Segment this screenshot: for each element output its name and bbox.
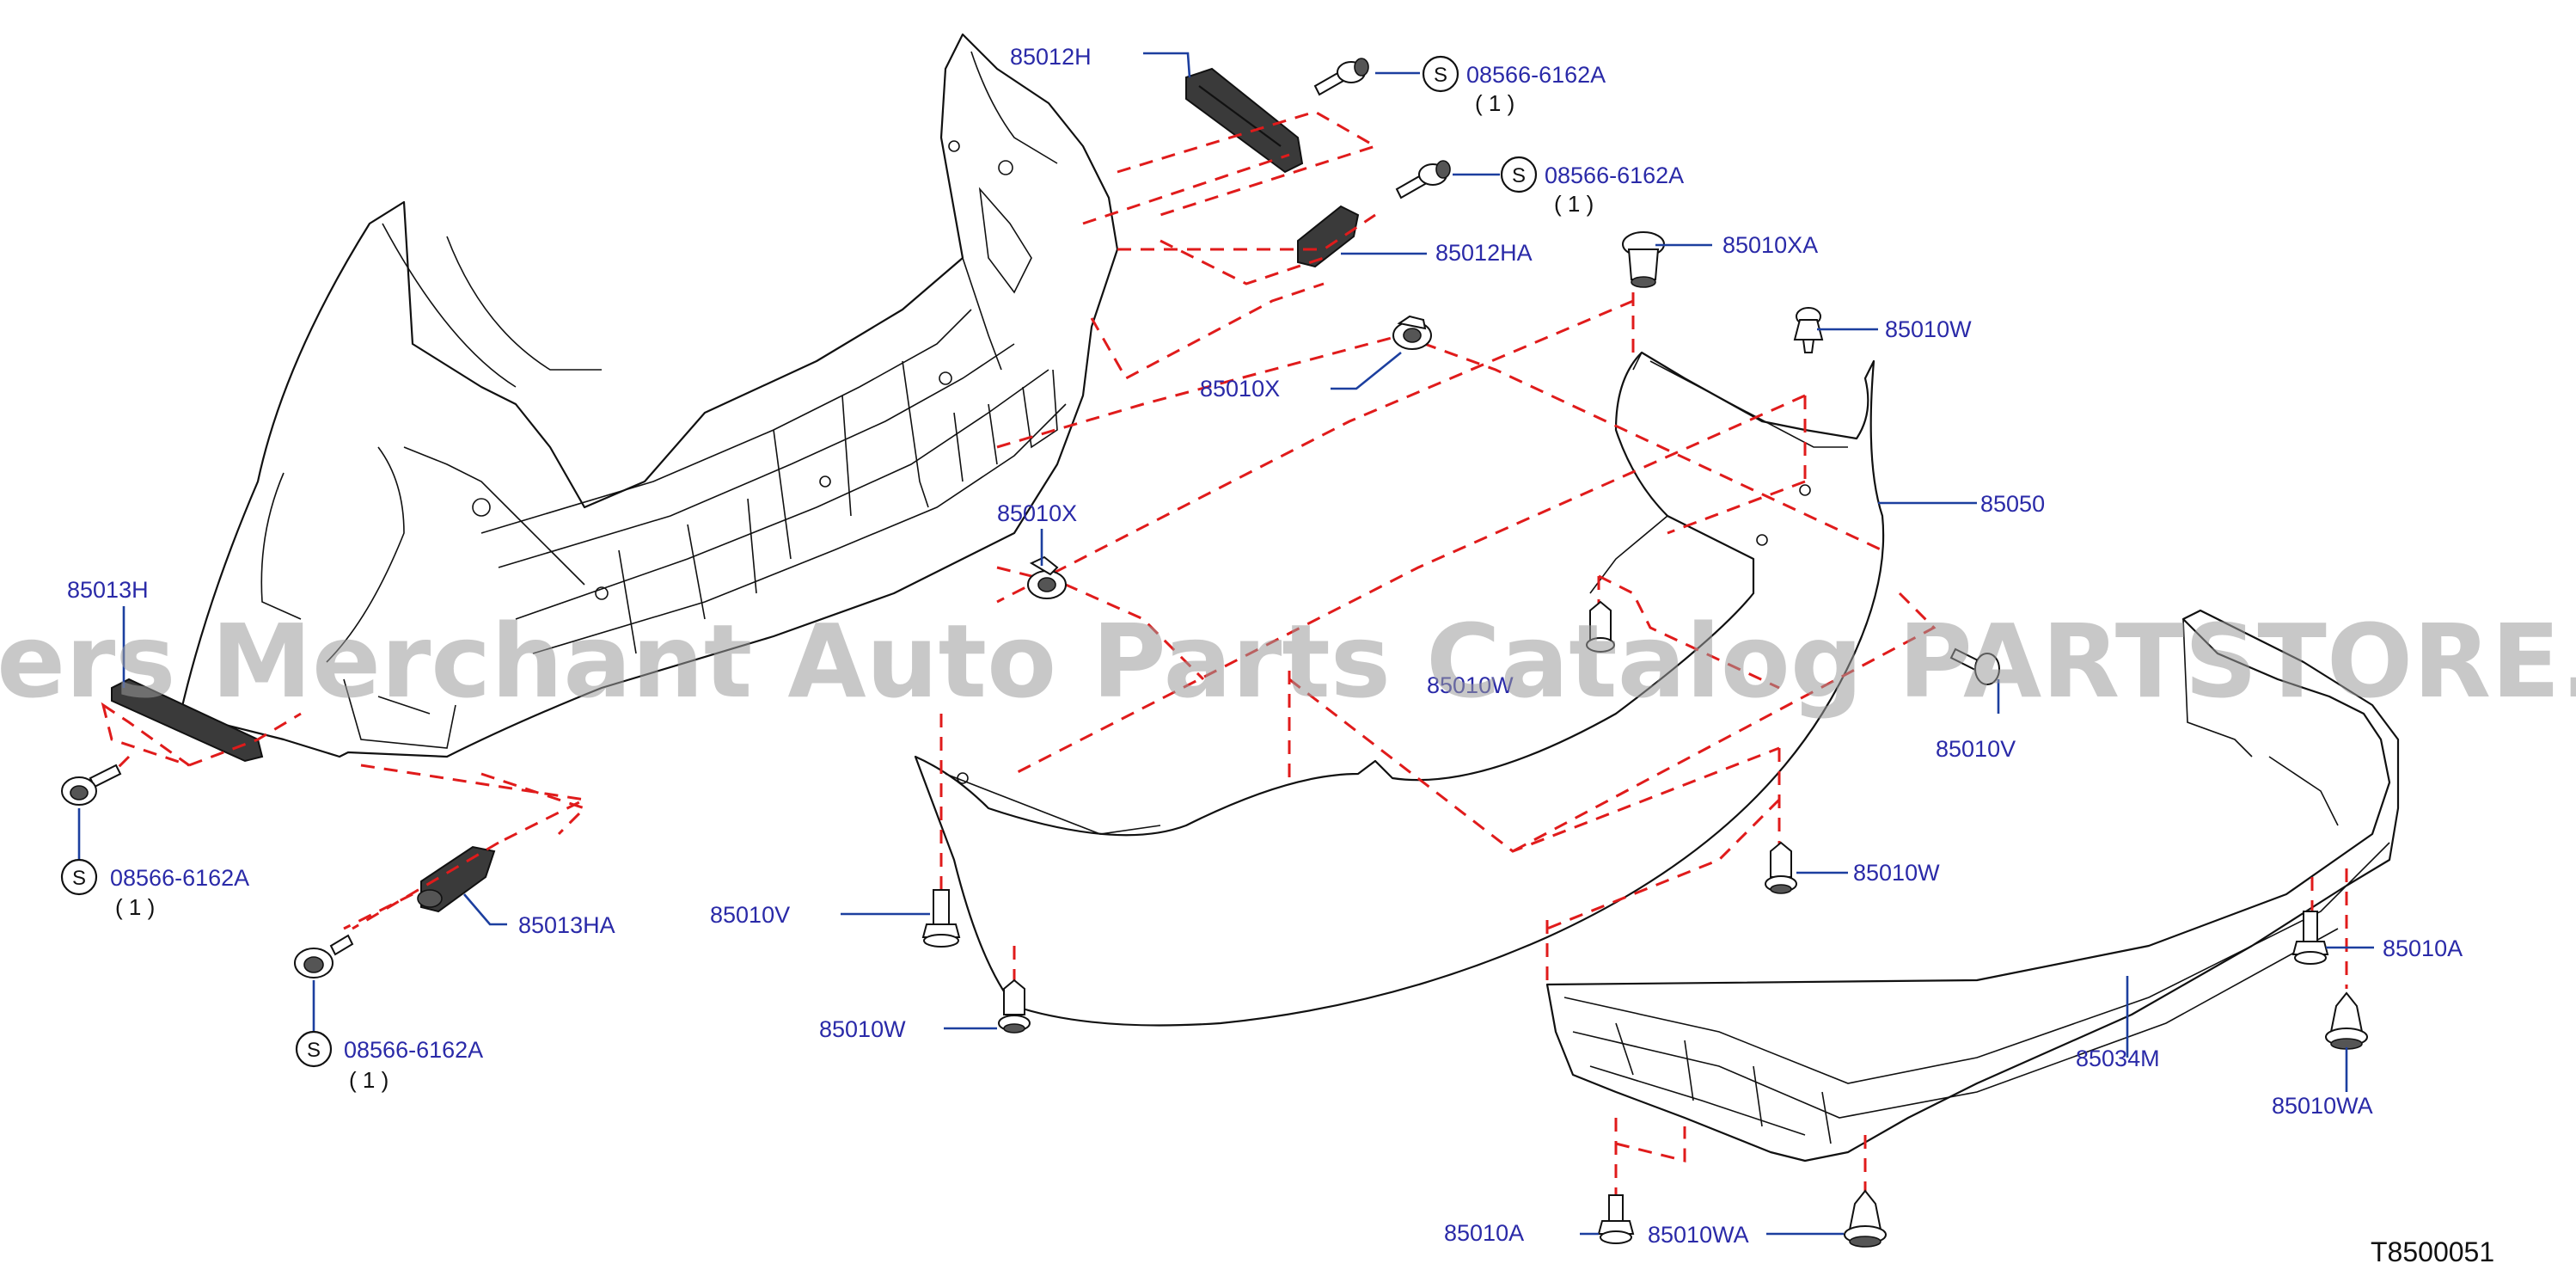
label-08566-c: 08566-6162A (110, 865, 249, 891)
clip-85010wa-right (2325, 991, 2368, 1050)
rear-body-panel (179, 33, 1119, 758)
clip-85010x-mid (1027, 555, 1067, 599)
label-08566-b: 08566-6162A (1545, 163, 1684, 188)
screw-85010v-right (1949, 647, 2000, 685)
part-labels: 85012H 08566-6162A ( 1 ) 08566-6162A ( 1… (67, 44, 2463, 1248)
clip-85010w-mid (1765, 841, 1797, 894)
qty-08566-c: ( 1 ) (115, 894, 155, 920)
label-85010x-top: 85010X (1200, 376, 1280, 402)
clip-85010w-top (1793, 307, 1824, 353)
lower-bumper-85034m (1545, 609, 2400, 1163)
screw-85010a-right (2291, 911, 2329, 965)
label-85034m: 85034M (2076, 1046, 2160, 1071)
clip-85010xa (1622, 231, 1665, 288)
leader-lines (77, 52, 2374, 1236)
clip-85010x-top (1392, 315, 1432, 350)
s-symbol-1-text: S (1434, 64, 1447, 87)
s-symbol-4-text: S (307, 1039, 321, 1062)
label-85012h: 85012H (1010, 44, 1092, 70)
s-symbol-3 (60, 858, 98, 896)
s-symbol-4 (295, 1030, 333, 1068)
label-85012ha: 85012HA (1435, 240, 1533, 266)
clip-85010w-hidden (1586, 600, 1615, 653)
screw-85010a-bottom (1597, 1194, 1635, 1244)
label-85010wa-bottom: 85010WA (1648, 1222, 1749, 1248)
label-85010v-left: 85010V (710, 902, 790, 928)
label-85010a-right: 85010A (2383, 936, 2463, 961)
label-85010w-mid: 85010W (1853, 860, 1940, 886)
qty-08566-d: ( 1 ) (349, 1067, 389, 1093)
bracket-85012ha (1297, 205, 1360, 268)
label-85010x-mid: 85010X (997, 500, 1077, 526)
screw-symbols: S S S S (60, 55, 1538, 1068)
s-symbol-2-text: S (1512, 164, 1526, 187)
label-85010w-top: 85010W (1885, 316, 1972, 342)
label-85010xa: 85010XA (1722, 232, 1818, 258)
screw-85010v-left (921, 889, 961, 948)
screw-08566-left (61, 764, 122, 806)
label-08566-d: 08566-6162A (344, 1037, 483, 1063)
label-85013ha: 85013HA (518, 912, 615, 938)
screw-08566-top1 (1313, 58, 1369, 96)
label-85010a-bottom: 85010A (1444, 1220, 1524, 1246)
s-symbol-1 (1422, 55, 1459, 93)
s-symbol-3-text: S (72, 867, 86, 890)
label-85010v-right: 85010V (1936, 736, 2016, 762)
qty-08566-b: ( 1 ) (1554, 191, 1594, 217)
bracket-85013h (111, 678, 264, 763)
bracket-85013ha (417, 845, 496, 913)
watermark: Offers Merchant Auto Parts Catalog PARTS… (0, 602, 2576, 721)
label-85010w-bottom: 85010W (819, 1016, 906, 1042)
bracket-85012h (1185, 67, 1304, 174)
clip-85010w-bottom (998, 978, 1031, 1034)
diagram-code: T8500051 (2371, 1236, 2494, 1267)
qty-08566-a: ( 1 ) (1475, 90, 1514, 116)
screw-08566-bottom (294, 934, 354, 978)
s-symbol-2 (1500, 156, 1538, 193)
label-08566-a: 08566-6162A (1466, 62, 1606, 88)
label-85050: 85050 (1980, 491, 2045, 517)
label-85010w-hidden: 85010W (1427, 672, 1514, 698)
label-85013h: 85013H (67, 577, 149, 603)
label-85010wa-right: 85010WA (2272, 1093, 2373, 1119)
screw-08566-top2 (1395, 160, 1451, 199)
clip-85010wa-bottom (1844, 1189, 1887, 1248)
